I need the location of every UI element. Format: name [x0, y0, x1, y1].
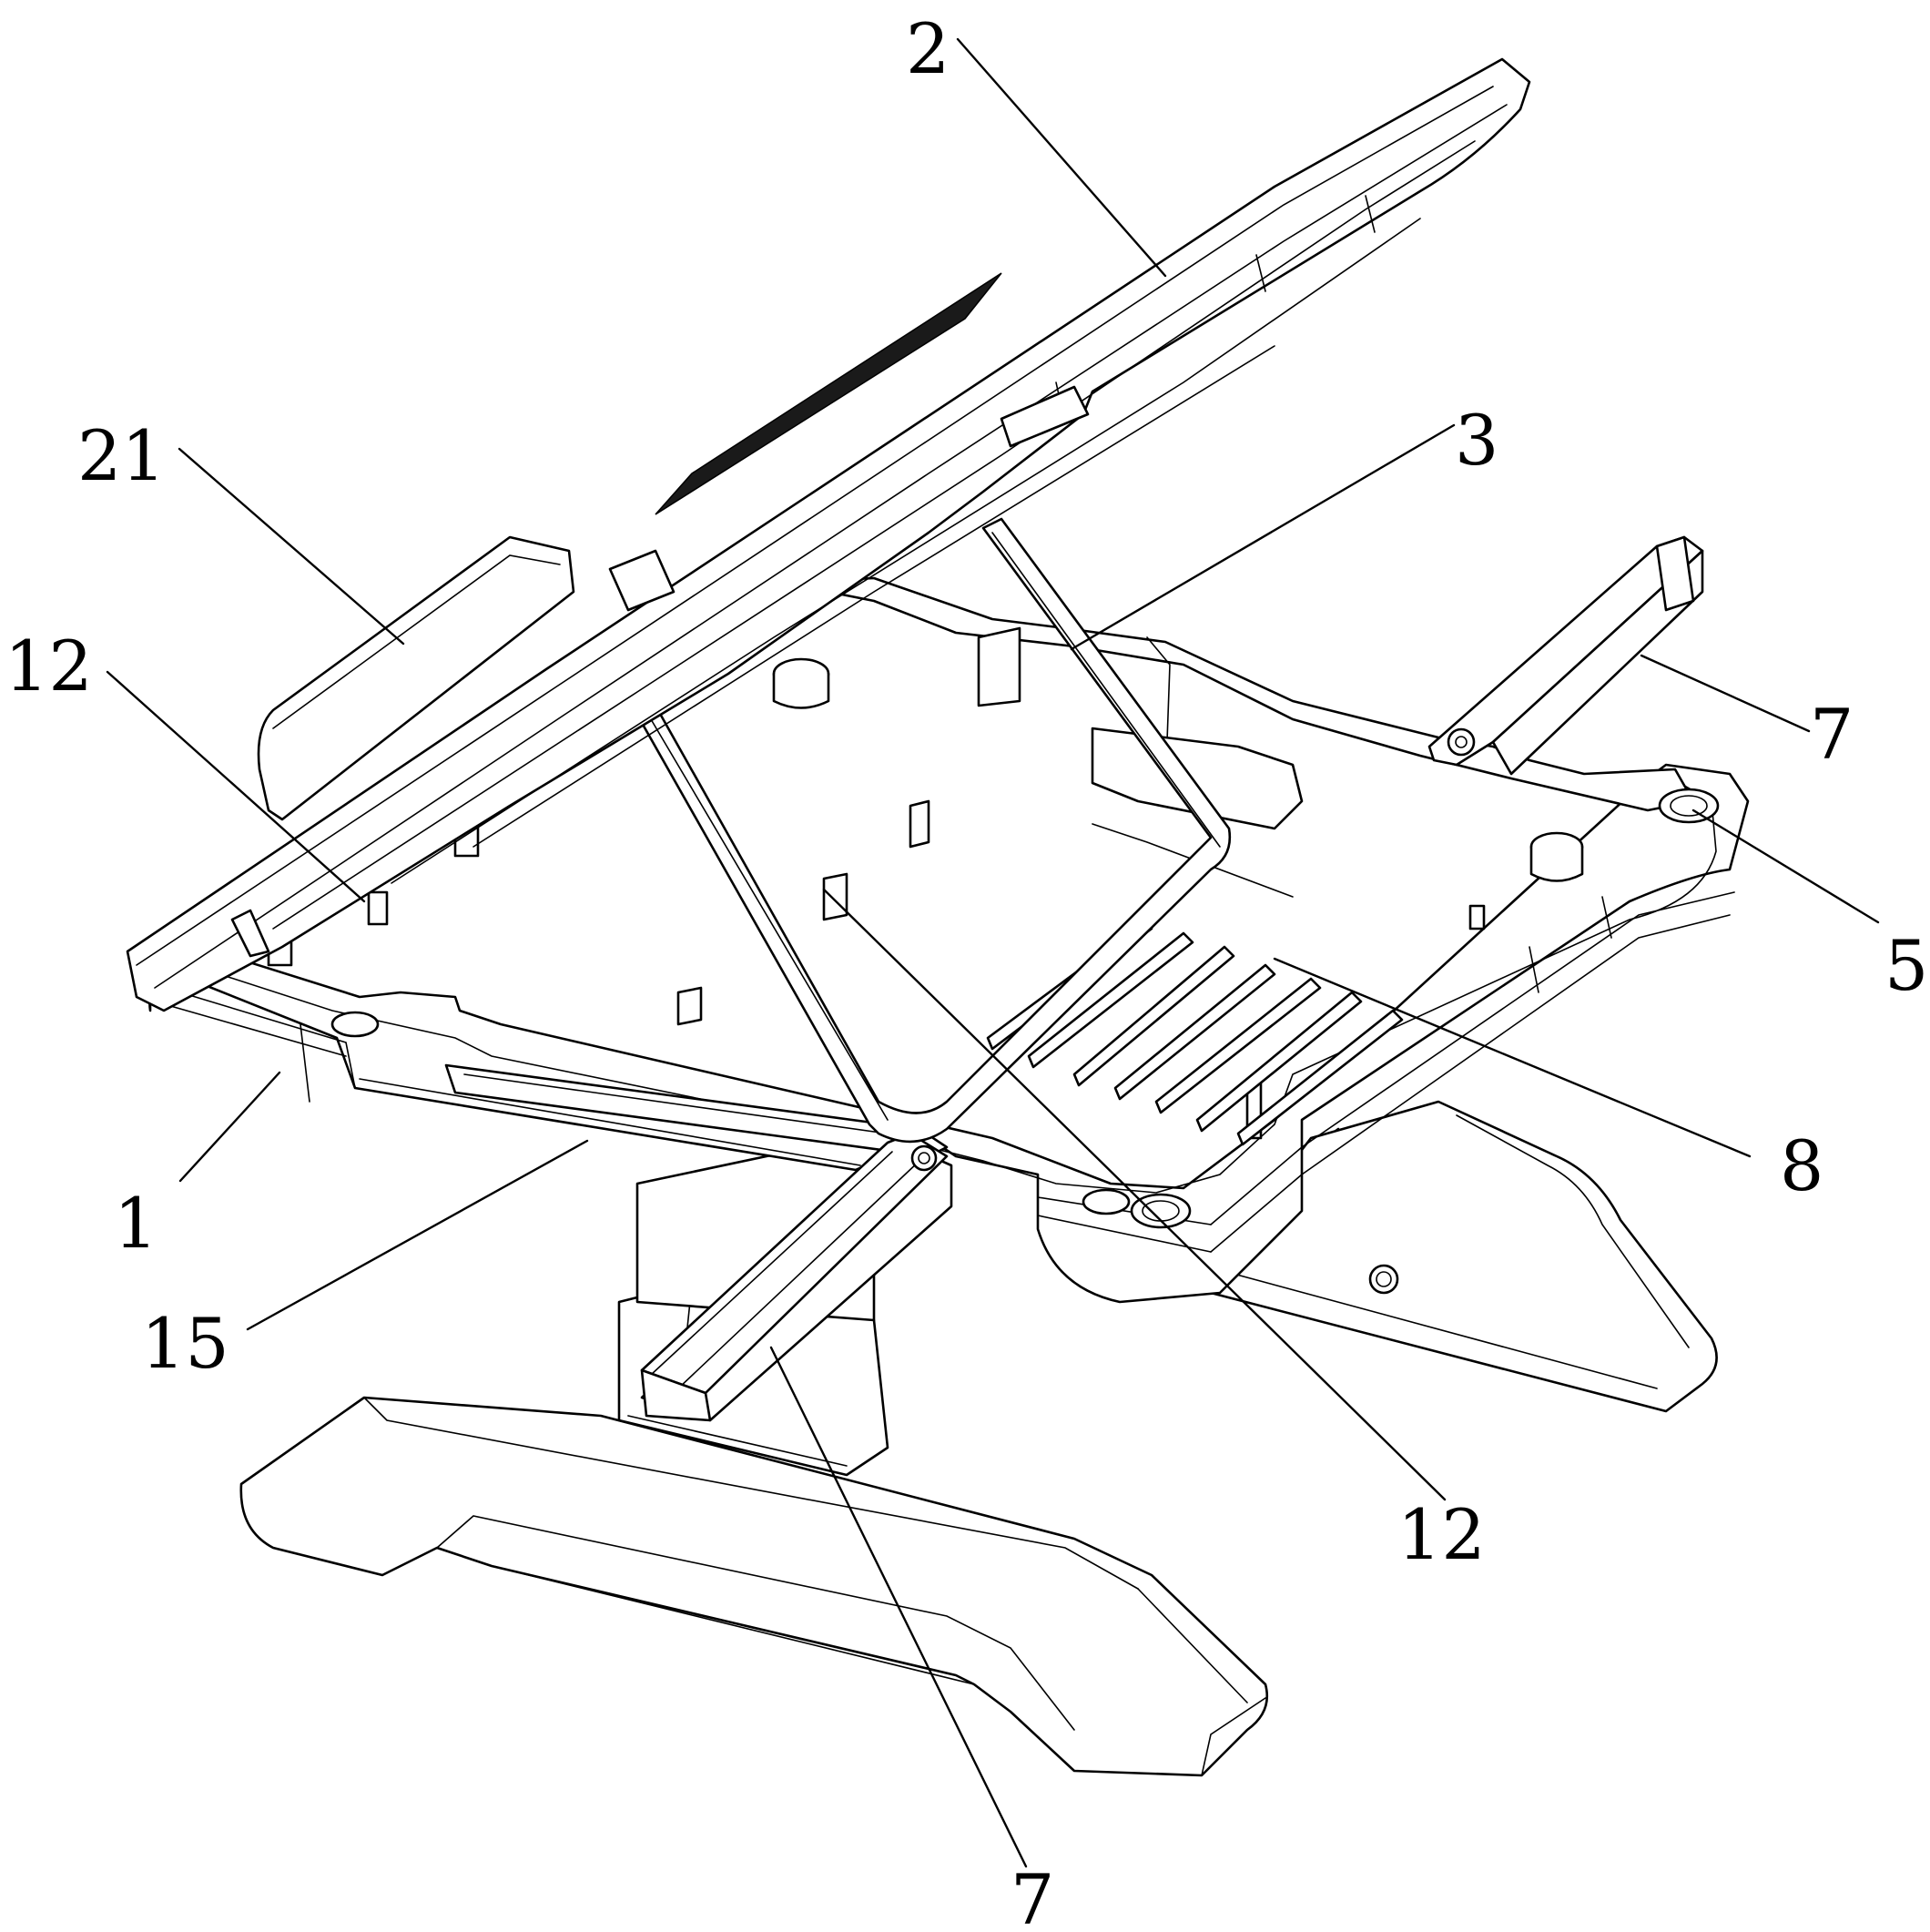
- rear-rail: [1429, 537, 1702, 774]
- callout-12-top: 12: [5, 625, 93, 707]
- top-plate: [127, 59, 1529, 1011]
- leader-3: [1072, 425, 1454, 649]
- callout-12-bottom: 12: [1397, 1494, 1486, 1575]
- front-foot: [241, 1398, 1267, 1775]
- callout-3: 3: [1455, 400, 1498, 481]
- callout-7-top: 7: [1810, 694, 1854, 775]
- leader-2: [958, 39, 1165, 276]
- leader-1: [180, 1073, 279, 1181]
- callout-2: 2: [906, 8, 950, 89]
- callout-1: 1: [114, 1183, 157, 1264]
- callout-7-bottom: 7: [1011, 1859, 1054, 1932]
- leader-7-top: [1641, 656, 1809, 731]
- callout-8: 8: [1780, 1125, 1823, 1206]
- callout-15: 15: [141, 1303, 229, 1384]
- callout-21: 21: [77, 415, 166, 496]
- callout-5: 5: [1884, 925, 1928, 1006]
- leader-21: [179, 449, 403, 644]
- leader-15: [248, 1141, 587, 1329]
